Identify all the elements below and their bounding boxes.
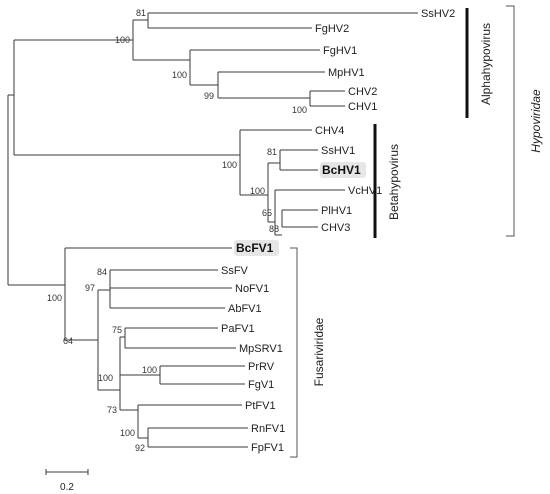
support-value: 88 xyxy=(269,224,279,234)
support-values: 81 100 100 99 100 100 81 100 65 88 84 97… xyxy=(47,8,307,453)
taxon-fgv1: FgV1 xyxy=(248,379,274,391)
taxon-sshv2: SsHV2 xyxy=(421,8,455,20)
taxon-abfv1: AbFV1 xyxy=(228,303,262,315)
taxon-chv1: CHV1 xyxy=(348,101,377,113)
taxon-mphv1: MpHV1 xyxy=(328,67,365,79)
taxon-vchv1: VcHV1 xyxy=(348,185,382,197)
taxon-bcfv1: BcFV1 xyxy=(236,241,274,255)
support-value: 81 xyxy=(136,8,146,18)
taxon-mpsrv1: MpSRV1 xyxy=(239,343,283,355)
support-value: 81 xyxy=(267,147,277,157)
highlight-bcfv1 xyxy=(234,240,279,256)
taxon-fpfv1: FpFV1 xyxy=(251,442,284,454)
betahypovirus-label: Betahypovirus xyxy=(387,144,401,220)
taxon-chv2: CHV2 xyxy=(348,86,377,98)
taxon-sshv1: SsHV1 xyxy=(321,145,355,157)
support-value: 99 xyxy=(204,91,214,101)
support-value: 100 xyxy=(115,35,130,45)
support-value: 97 xyxy=(85,283,95,293)
support-value: 100 xyxy=(120,428,135,438)
support-value: 100 xyxy=(222,160,237,170)
support-value: 100 xyxy=(98,373,113,383)
support-value: 100 xyxy=(292,105,307,115)
fusariviridae-label: Fusariviridae xyxy=(312,317,326,386)
taxon-fghv1: FgHV1 xyxy=(323,45,357,57)
taxon-plhv1: PlHV1 xyxy=(321,205,352,217)
taxon-labels: SsHV2 FgHV2 FgHV1 MpHV1 CHV2 CHV1 CHV4 S… xyxy=(221,8,455,454)
highlight-bchv1 xyxy=(320,162,366,178)
fusariviridae-bracket xyxy=(290,247,298,458)
taxon-ptfv1: PtFV1 xyxy=(245,400,276,412)
hypoviridae-label: Hypoviridae xyxy=(529,89,543,153)
support-value: 100 xyxy=(47,293,62,303)
support-value: 64 xyxy=(63,336,73,346)
support-value: 100 xyxy=(250,186,265,196)
support-value: 75 xyxy=(112,325,122,335)
hypoviridae-bracket xyxy=(506,5,515,237)
support-value: 84 xyxy=(97,267,107,277)
support-value: 92 xyxy=(135,443,145,453)
taxon-pafv1: PaFV1 xyxy=(221,323,255,335)
support-value: 73 xyxy=(107,405,117,415)
alphahypovirus-label: Alphahypovirus xyxy=(479,23,493,105)
taxon-chv4: CHV4 xyxy=(315,125,344,137)
tree-branches xyxy=(7,12,418,448)
taxon-fghv2: FgHV2 xyxy=(315,23,349,35)
taxon-ssfv: SsFV xyxy=(221,265,249,277)
taxon-nofv1: NoFV1 xyxy=(235,283,269,295)
taxon-rnfv1: RnFV1 xyxy=(251,423,285,435)
scale-bar: 0.2 xyxy=(45,469,89,493)
taxon-bchv1: BcHV1 xyxy=(322,163,361,177)
taxon-prrv: PrRV xyxy=(248,361,275,373)
taxon-chv3: CHV3 xyxy=(321,222,350,234)
support-value: 100 xyxy=(172,70,187,80)
support-value: 65 xyxy=(262,208,272,218)
support-value: 100 xyxy=(142,365,157,375)
scale-bar-label: 0.2 xyxy=(60,482,74,493)
